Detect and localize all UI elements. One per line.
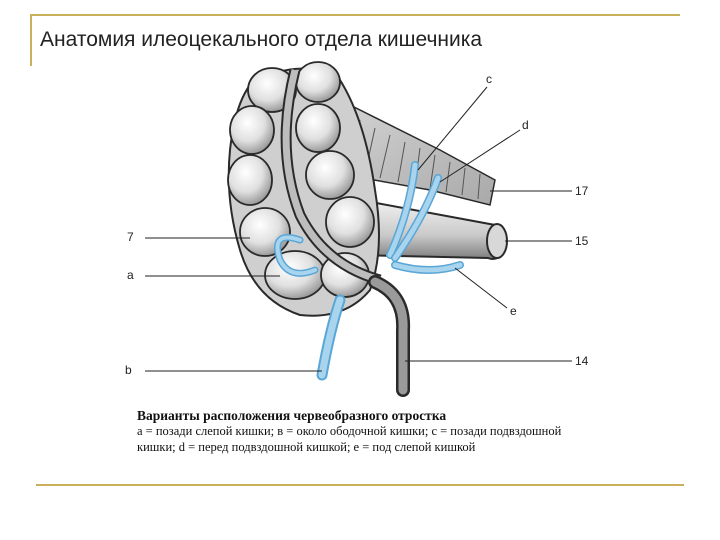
- ileum-end: [487, 224, 507, 258]
- label-14: 14: [575, 354, 588, 368]
- label-15: 15: [575, 234, 588, 248]
- label-b: b: [125, 363, 132, 377]
- label-e: e: [510, 304, 517, 318]
- label-c: c: [486, 72, 492, 86]
- caption-heading: Варианты расположения червеобразного отр…: [137, 408, 577, 424]
- label-7: 7: [127, 230, 134, 244]
- figure-caption: Варианты расположения червеобразного отр…: [137, 408, 577, 455]
- caption-body: a = позади слепой кишки; в = около ободо…: [137, 424, 577, 455]
- label-17: 17: [575, 184, 588, 198]
- label-d: d: [522, 118, 529, 132]
- leader-e: [455, 268, 507, 308]
- label-a: a: [127, 268, 134, 282]
